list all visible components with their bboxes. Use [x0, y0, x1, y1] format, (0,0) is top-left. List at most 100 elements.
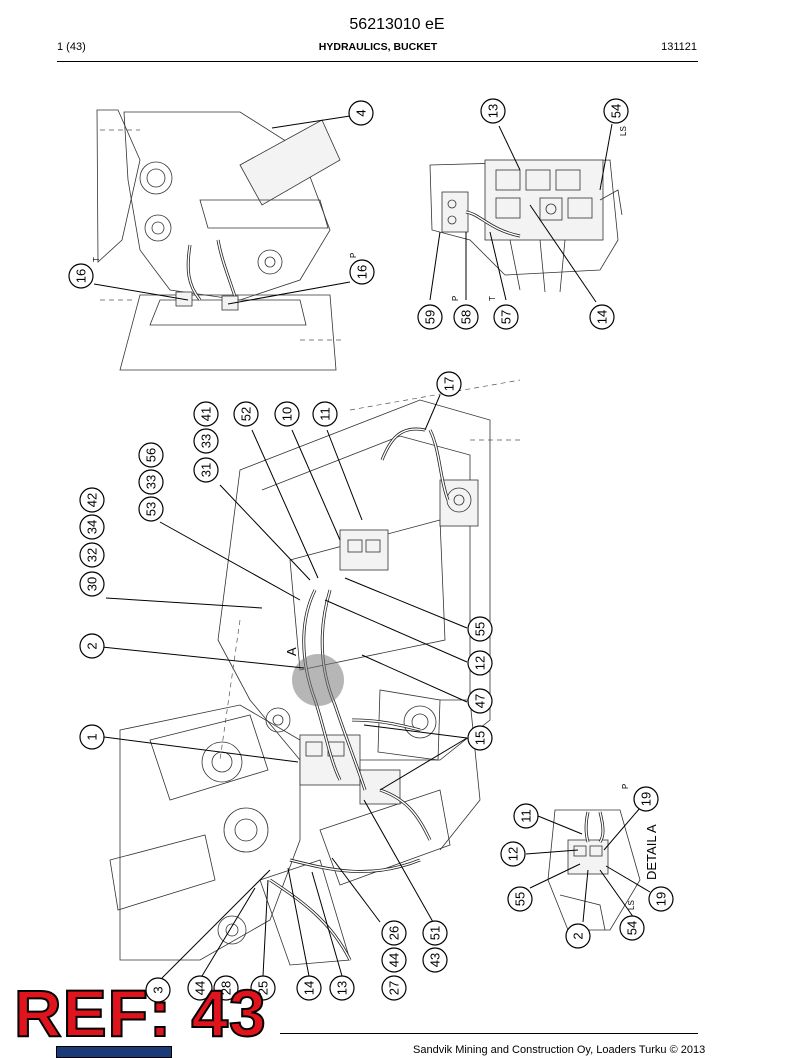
svg-text:47: 47 — [473, 694, 488, 708]
svg-text:26: 26 — [387, 926, 402, 940]
svg-text:43: 43 — [428, 953, 443, 967]
callout-11: 11 — [513, 803, 539, 829]
svg-text:54: 54 — [609, 104, 624, 118]
callout-1: 1 — [79, 724, 105, 750]
svg-text:10: 10 — [280, 407, 295, 421]
svg-text:33: 33 — [144, 475, 159, 489]
port-label-ls: LS — [627, 900, 636, 910]
svg-text:31: 31 — [199, 463, 214, 477]
callout-59: 59 — [417, 304, 443, 330]
svg-text:19: 19 — [654, 892, 669, 906]
callout-12: 12 — [500, 841, 526, 867]
callout-16: 16 — [68, 263, 94, 289]
callout-53: 53 — [138, 496, 164, 522]
detail-a-label: DETAIL A — [644, 824, 659, 880]
svg-text:52: 52 — [239, 407, 254, 421]
port-label-p: P — [349, 253, 358, 258]
svg-text:59: 59 — [423, 310, 438, 324]
svg-text:51: 51 — [428, 926, 443, 940]
callout-15: 15 — [467, 725, 493, 751]
main-view: A — [109, 379, 521, 966]
callout-41: 41 — [193, 401, 219, 427]
callout-58: 58 — [453, 304, 479, 330]
port-label-p: P — [451, 296, 460, 301]
page-number: 1 (43) — [57, 41, 86, 53]
callout-2: 2 — [565, 923, 591, 949]
footer-rule — [280, 1033, 698, 1034]
footer-copyright: Sandvik Mining and Construction Oy, Load… — [413, 1044, 706, 1056]
callout-25: 25 — [250, 975, 276, 1001]
port-labels: T P LS P T P LS — [92, 126, 636, 910]
svg-text:57: 57 — [499, 310, 514, 324]
svg-text:27: 27 — [387, 981, 402, 995]
svg-text:14: 14 — [595, 310, 610, 324]
svg-text:13: 13 — [486, 104, 501, 118]
svg-text:11: 11 — [318, 407, 333, 421]
detail-a-highlight — [292, 654, 344, 706]
svg-text:16: 16 — [74, 269, 89, 283]
svg-text:56: 56 — [144, 448, 159, 462]
callout-31: 31 — [193, 457, 219, 483]
svg-text:42: 42 — [85, 493, 100, 507]
callout-13: 13 — [480, 98, 506, 124]
callout-26: 26 — [381, 920, 407, 946]
callout-34: 34 — [79, 514, 105, 540]
svg-text:25: 25 — [256, 981, 271, 995]
svg-text:44: 44 — [387, 953, 402, 967]
callout-33: 33 — [193, 428, 219, 454]
callout-57: 57 — [493, 304, 519, 330]
svg-text:33: 33 — [199, 434, 214, 448]
callout-44: 44 — [187, 975, 213, 1001]
svg-text:1: 1 — [85, 733, 100, 740]
callout-16: 16 — [349, 259, 375, 285]
svg-text:28: 28 — [219, 981, 234, 995]
svg-text:13: 13 — [335, 981, 350, 995]
svg-text:19: 19 — [639, 792, 654, 806]
callout-27: 27 — [381, 975, 407, 1001]
top-left-view — [96, 109, 345, 371]
top-right-view — [429, 159, 623, 293]
revision-code: 131121 — [661, 41, 697, 53]
port-label-t: T — [488, 296, 497, 301]
callout-54: 54 — [603, 98, 629, 124]
svg-text:54: 54 — [625, 921, 640, 935]
callout-55: 55 — [467, 616, 493, 642]
svg-text:55: 55 — [473, 622, 488, 636]
callout-12: 12 — [467, 650, 493, 676]
callout-3: 3 — [145, 977, 171, 1003]
svg-text:44: 44 — [193, 981, 208, 995]
svg-text:16: 16 — [355, 265, 370, 279]
svg-text:17: 17 — [442, 377, 457, 391]
callout-19: 19 — [648, 886, 674, 912]
callout-32: 32 — [79, 542, 105, 568]
callout-10: 10 — [274, 401, 300, 427]
svg-text:3: 3 — [151, 986, 166, 993]
svg-text:58: 58 — [459, 310, 474, 324]
svg-text:41: 41 — [199, 407, 214, 421]
callout-19: 19 — [633, 786, 659, 812]
callout-33: 33 — [138, 469, 164, 495]
port-label-p: P — [621, 784, 630, 789]
callout-28: 28 — [213, 975, 239, 1001]
callout-11: 11 — [312, 401, 338, 427]
callout-17: 17 — [436, 371, 462, 397]
reference-banner: REF: 43 — [13, 976, 267, 1050]
callout-4: 4 — [348, 100, 374, 126]
svg-text:2: 2 — [571, 932, 586, 939]
svg-text:53: 53 — [144, 502, 159, 516]
svg-text:32: 32 — [85, 548, 100, 562]
svg-text:34: 34 — [85, 520, 100, 534]
svg-text:12: 12 — [473, 656, 488, 670]
svg-text:55: 55 — [513, 892, 528, 906]
svg-text:30: 30 — [85, 577, 100, 591]
callout-44: 44 — [381, 947, 407, 973]
callout-14: 14 — [296, 975, 322, 1001]
callout-30: 30 — [79, 571, 105, 597]
page-header: 56213010 eE 1 (43) HYDRAULICS, BUCKET 13… — [0, 0, 794, 70]
callout-2: 2 — [79, 633, 105, 659]
detail-a-view: DETAIL A — [547, 809, 659, 931]
callout-14: 14 — [589, 304, 615, 330]
svg-text:14: 14 — [302, 981, 317, 995]
svg-text:11: 11 — [519, 809, 534, 823]
